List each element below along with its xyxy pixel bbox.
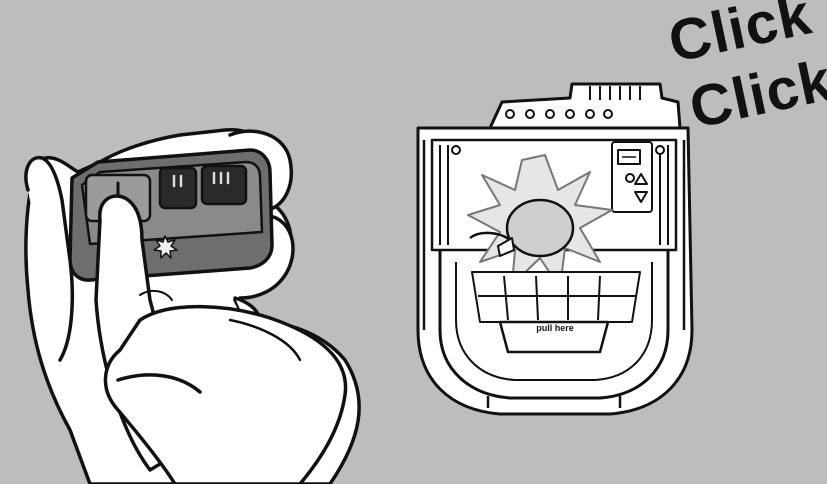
lens-inner-frame — [455, 262, 653, 381]
remote-button-3[interactable] — [200, 164, 248, 206]
mounting-holes — [505, 109, 613, 119]
finger-knuckle-line — [139, 289, 173, 301]
hand-holding-remote — [24, 128, 361, 484]
led-indicator-icon — [153, 235, 178, 259]
two-bar-icon — [172, 174, 183, 188]
pull-here-label: pull here — [536, 323, 574, 333]
thumb — [24, 155, 75, 362]
up-arrow-icon[interactable] — [634, 173, 648, 185]
pull-tab[interactable] — [498, 320, 610, 354]
circle-icon[interactable] — [625, 173, 635, 183]
side-rails — [439, 145, 669, 245]
hand-fist — [103, 304, 348, 484]
down-arrow-icon[interactable] — [634, 191, 648, 203]
remote-button-2[interactable] — [158, 166, 198, 210]
opener-top-housing — [488, 82, 682, 130]
garage-door-opener — [416, 82, 694, 416]
opener-base — [486, 396, 622, 408]
control-panel[interactable] — [611, 141, 653, 213]
light-bulb — [469, 198, 575, 258]
three-bar-icon — [212, 171, 230, 185]
hand-fold-line — [228, 318, 302, 362]
hand-fist-crease — [116, 373, 202, 394]
lens-frame — [438, 250, 670, 400]
vent-grill — [471, 271, 641, 323]
cooling-fins — [589, 86, 641, 100]
